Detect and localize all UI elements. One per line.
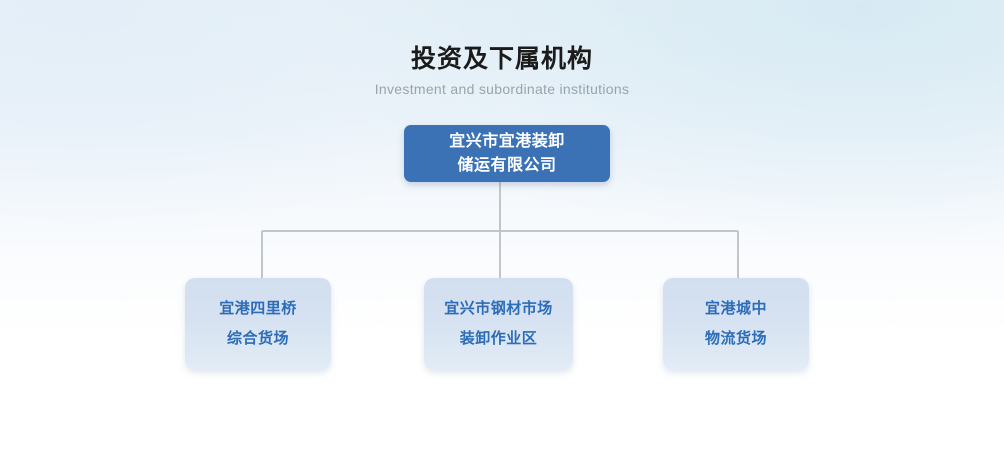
- org-node-child-2[interactable]: 宜港城中 物流货场: [663, 278, 809, 370]
- page-subtitle: Investment and subordinate institutions: [374, 81, 630, 97]
- page-header: 投资及下属机构 Investment and subordinate insti…: [0, 44, 1004, 98]
- page-title: 投资及下属机构: [410, 45, 593, 73]
- org-node-child-1[interactable]: 宜兴市钢材市场 装卸作业区: [424, 278, 573, 370]
- org-node-root-label: 宜兴市宜港装卸 储运有限公司: [449, 132, 565, 174]
- org-node-child-1-label: 宜兴市钢材市场 装卸作业区: [444, 300, 553, 347]
- org-node-child-0[interactable]: 宜港四里桥 综合货场: [185, 278, 331, 370]
- org-node-child-2-label: 宜港城中 物流货场: [704, 300, 767, 347]
- org-node-child-0-label: 宜港四里桥 综合货场: [219, 300, 297, 347]
- org-node-root[interactable]: 宜兴市宜港装卸 储运有限公司: [404, 125, 610, 182]
